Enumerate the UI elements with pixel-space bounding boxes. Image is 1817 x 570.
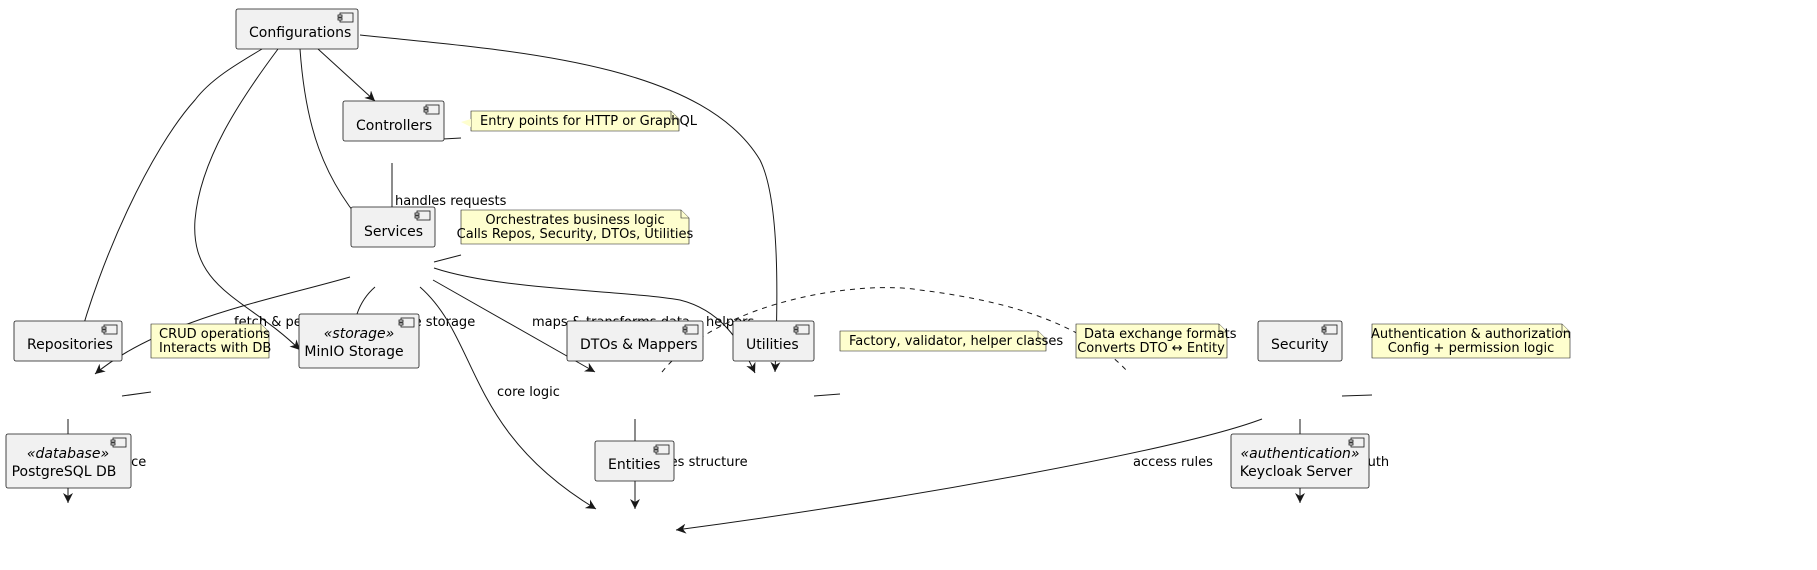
label-core-logic: core logic: [497, 385, 560, 400]
label-handles-requests: handles requests: [395, 194, 507, 209]
note-repositories: CRUD operations Interacts with DB: [150, 323, 271, 359]
note-services: Orchestrates business logic Calls Repos,…: [457, 209, 694, 245]
note-dtos: Data exchange formats Converts DTO ↔ Ent…: [1075, 323, 1237, 359]
component-keycloak-stereotype: «authentication»: [1240, 446, 1359, 462]
component-entities: Entities: [594, 440, 675, 482]
note-controllers: Entry points for HTTP or GraphQL: [461, 110, 698, 132]
component-utilities-label: Utilities: [746, 337, 799, 353]
note-services-line-2: Calls Repos, Security, DTOs, Utilities: [457, 227, 694, 242]
note-repositories-line-1: CRUD operations: [159, 327, 270, 342]
note-link-repositories: [121, 391, 152, 397]
component-minio-stereotype: «storage»: [324, 326, 394, 342]
edge-services-entities: [419, 286, 597, 510]
component-controllers-label: Controllers: [356, 118, 432, 134]
note-controllers-line-1: Entry points for HTTP or GraphQL: [480, 114, 698, 129]
component-utilities: Utilities: [732, 320, 815, 362]
note-link-services: [433, 254, 462, 263]
edge-security-entities: [675, 418, 1263, 534]
note-utilities: Factory, validator, helper classes: [839, 330, 1063, 352]
note-dtos-line-2: Converts DTO ↔ Entity: [1077, 341, 1225, 356]
note-link-dtos: [661, 287, 1129, 373]
component-configurations: Configurations: [235, 8, 359, 50]
note-link-utilities: [813, 393, 841, 397]
note-security-line-2: Config + permission logic: [1388, 341, 1555, 356]
component-configurations-label: Configurations: [249, 25, 351, 41]
component-entities-label: Entities: [608, 457, 660, 473]
component-security-label: Security: [1271, 337, 1329, 353]
component-repositories: Repositories: [13, 320, 123, 362]
component-minio-label: MinIO Storage: [304, 344, 403, 360]
component-repositories-label: Repositories: [27, 337, 113, 353]
component-services: Services: [350, 206, 436, 248]
component-keycloak-label: Keycloak Server: [1240, 464, 1353, 480]
note-repositories-line-2: Interacts with DB: [159, 341, 271, 356]
component-postgres-stereotype: «database»: [27, 446, 109, 462]
note-services-line-1: Orchestrates business logic: [485, 213, 664, 228]
note-utilities-line-1: Factory, validator, helper classes: [849, 334, 1063, 349]
component-services-label: Services: [364, 224, 423, 240]
component-dtos-label: DTOs & Mappers: [580, 337, 698, 353]
component-dtos-mappers: DTOs & Mappers: [566, 320, 704, 362]
component-security: Security: [1257, 320, 1343, 362]
edge-configurations-repositories: [74, 48, 263, 349]
note-security-line-1: Authentication & authorization: [1371, 327, 1571, 342]
note-security: Authentication & authorization Config + …: [1371, 323, 1571, 359]
edges: handles requests fetch & persist data fi…: [63, 34, 1389, 534]
component-minio-storage: «storage» MinIO Storage: [298, 313, 420, 369]
component-keycloak-server: «authentication» Keycloak Server: [1230, 433, 1370, 489]
component-controllers: Controllers: [342, 100, 445, 142]
edge-configurations-controllers: [317, 48, 376, 102]
edge-configurations-minio: [194, 48, 301, 351]
edge-configurations-utilities: [359, 34, 781, 373]
note-link-security: [1341, 394, 1373, 397]
component-postgresql-db: «database» PostgreSQL DB: [5, 433, 132, 489]
label-access-rules: access rules: [1133, 455, 1213, 470]
component-postgres-label: PostgreSQL DB: [12, 464, 117, 480]
note-dtos-line-1: Data exchange formats: [1084, 327, 1237, 342]
